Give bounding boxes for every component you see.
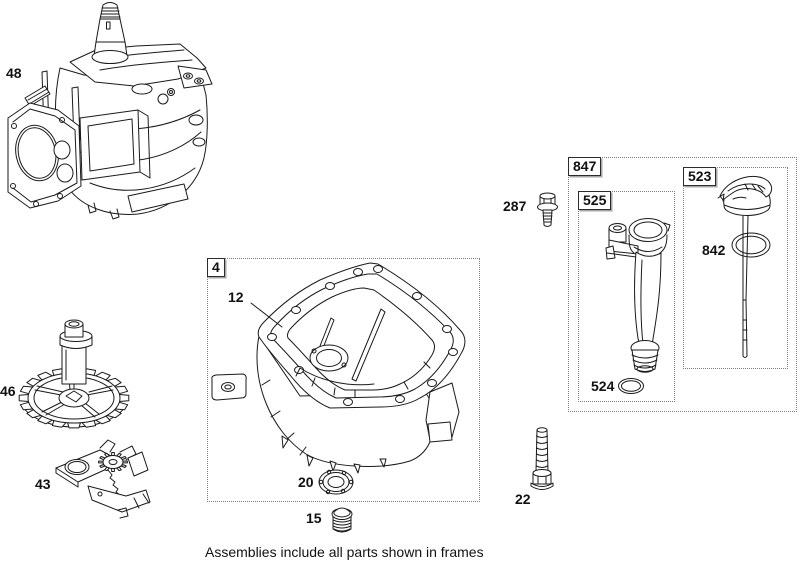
engine-block-48-drawing [7,2,213,220]
oring-842-drawing [731,232,771,258]
mount-foot [127,183,189,213]
frame-847: 847 [568,157,797,412]
cam-hub [58,388,90,408]
frame-4-label-box: 4 [207,258,225,277]
part-label-524: 524 [591,378,615,394]
frame-523: 523 [683,167,788,369]
part-label-22: 22 [515,491,531,507]
fill-tube-525-drawing [605,218,671,373]
frame-847-label: 847 [573,158,597,174]
bolt-22-flange [530,482,554,490]
part-label-48: 48 [6,65,22,81]
dipstick-cap-wing [719,175,773,201]
frame-523-label: 523 [688,168,712,184]
oil-seal-20-drawing [318,469,354,495]
part-label-842: 842 [702,242,726,258]
frame-4-label: 4 [212,259,220,275]
bolt-22-drawing [530,427,554,490]
frame-847-label-box: 847 [568,157,602,176]
part-label-287: 287 [503,198,527,214]
frame-523-label-box: 523 [683,167,717,186]
drain-plug-15-drawing [331,507,353,533]
sump-bearing-bore [309,344,349,372]
leader-line-12 [250,302,283,328]
part-label-20: 20 [298,474,314,490]
bracket-43-drawing [55,439,151,519]
crankcase-window [79,109,141,181]
frame-525: 525 [578,191,675,402]
frame-525-label-box: 525 [578,191,612,210]
bolt-287-drawing [537,192,558,227]
part-label-46: 46 [0,383,16,399]
oil-sump-12-drawing [211,262,466,474]
dipstick-523-drawing [717,175,773,358]
crankshaft [91,2,129,64]
caption: Assemblies include all parts shown in fr… [205,544,484,560]
part-label-12: 12 [228,289,244,305]
oring-524-drawing [618,378,644,394]
part-label-15: 15 [306,510,322,526]
frame-4: 4 [207,258,480,502]
part-label-43: 43 [35,476,51,492]
camshaft-46-drawing [18,319,130,429]
frame-525-label: 525 [583,192,607,208]
